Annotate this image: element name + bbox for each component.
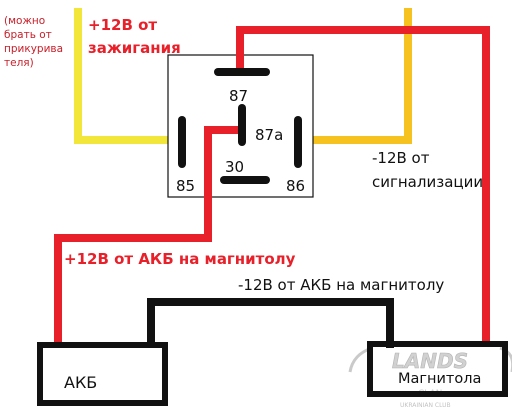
watermark-tag: UKRAINIAN CLUB <box>400 402 451 409</box>
radio-label: Магнитола <box>398 371 481 387</box>
cigarette-lighter-note: (можно брать от прикурива теля) <box>4 15 63 69</box>
pin-label-87: 87 <box>229 87 248 105</box>
alarm-wire <box>296 8 412 144</box>
pin-label-86: 86 <box>286 177 305 195</box>
note-line: (можно <box>4 15 45 27</box>
pin-label-85: 85 <box>176 177 195 195</box>
alarm-label-line1: -12В от <box>372 149 430 167</box>
watermark-brand: LANDS <box>392 349 468 373</box>
radio-plus-wire <box>236 26 490 346</box>
pin-label-30: 30 <box>225 158 244 176</box>
akb-minus-label: -12В от АКБ на магнитолу <box>238 276 444 294</box>
akb-minus-wire <box>147 298 394 349</box>
battery-label: АКБ <box>64 373 97 392</box>
akb-plus-label: +12В от АКБ на магнитолу <box>64 250 296 268</box>
note-line: брать от <box>4 29 52 41</box>
ignition-label-line2: зажигания <box>88 39 181 57</box>
pin-label-87a: 87a <box>255 126 283 144</box>
ignition-label-line1: +12В от <box>88 16 157 34</box>
alarm-label-line2: сигнализации <box>372 173 483 191</box>
ignition-wire <box>74 8 184 144</box>
note-line: прикурива <box>4 43 63 55</box>
radio-box <box>367 341 508 397</box>
note-line: теля) <box>4 57 34 69</box>
battery-box <box>37 342 168 406</box>
akb-plus-wire <box>54 126 244 349</box>
